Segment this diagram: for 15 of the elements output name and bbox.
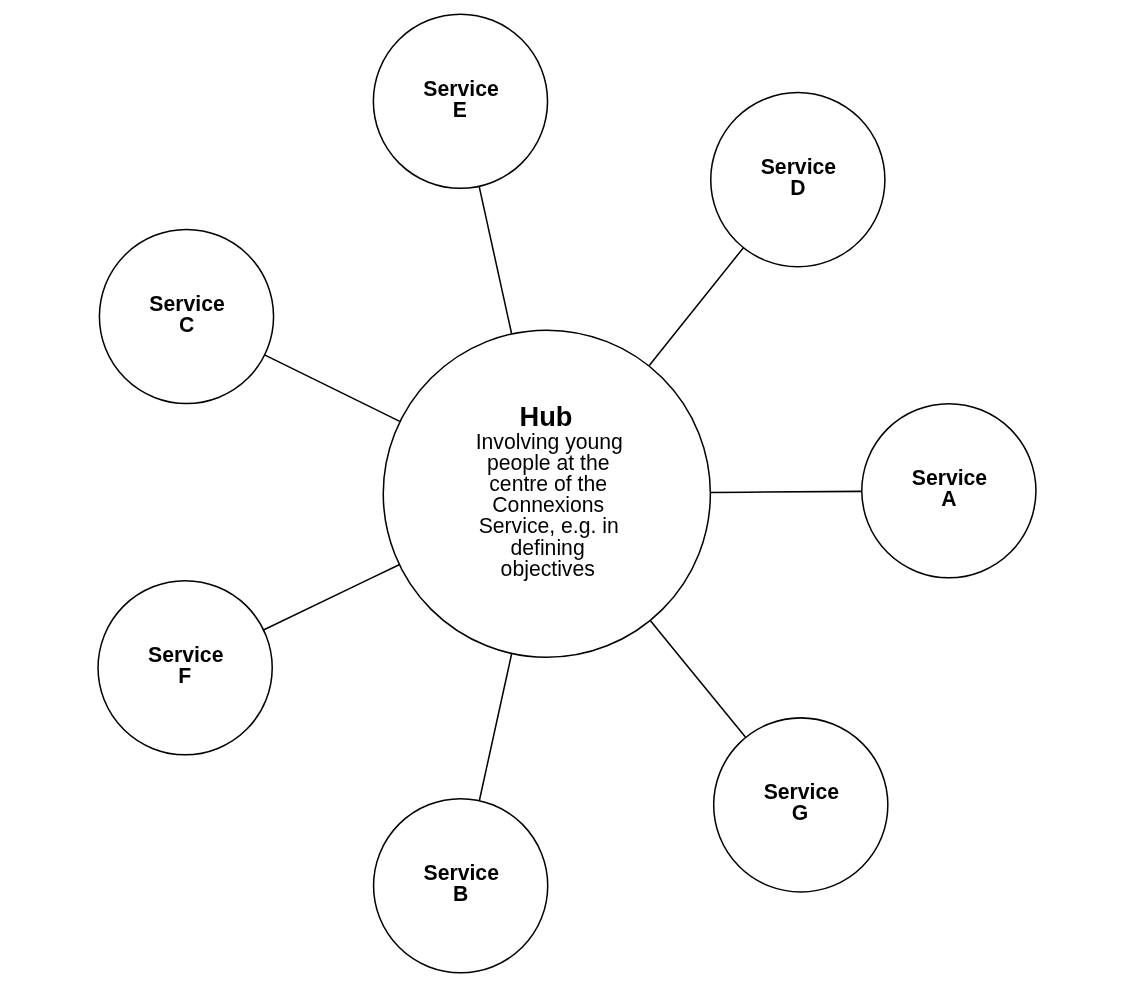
connector <box>478 652 512 801</box>
node-circle: Service A <box>860 402 1037 579</box>
connector <box>478 186 512 335</box>
node-circle: Service B <box>372 797 548 974</box>
node-circle: Service C <box>98 228 274 405</box>
node-circle: Service E <box>372 13 548 190</box>
connector <box>649 620 746 738</box>
connector <box>648 246 744 367</box>
connector <box>709 490 863 494</box>
connector <box>263 354 400 423</box>
node-circle: Service G <box>712 717 889 893</box>
node-circle: Hub Involving young people at the centre of the Connexions Service, e.g. in defining objectives <box>382 329 711 659</box>
node-circle: Service F <box>96 579 273 756</box>
connector <box>262 564 400 631</box>
node-circle: Service D <box>709 91 886 268</box>
